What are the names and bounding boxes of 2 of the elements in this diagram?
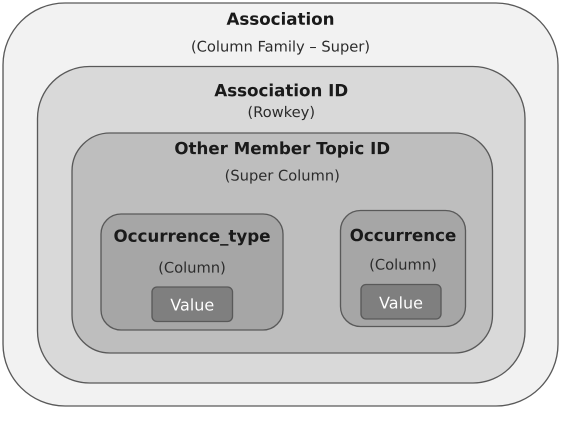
value-box: Value (360, 284, 442, 320)
value-box: Value (151, 286, 234, 322)
